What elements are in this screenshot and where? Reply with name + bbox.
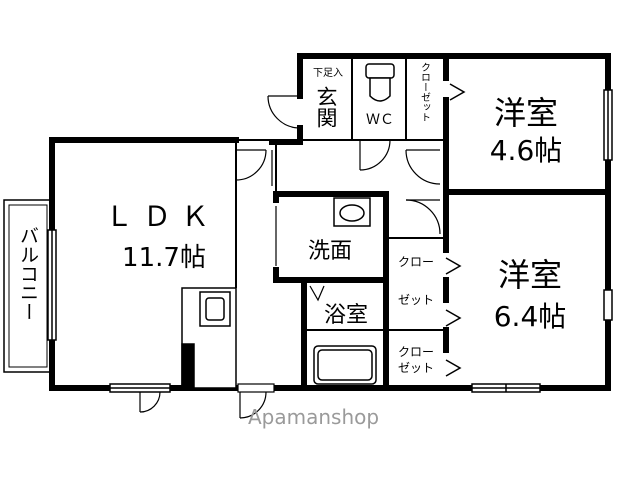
- apamanshop-logo: Apamanshop: [248, 405, 379, 429]
- entrance-label: 玄関: [314, 86, 338, 128]
- closet-2-label-line-2: ゼット: [398, 293, 434, 307]
- closet-3-label-line-2: ゼット: [398, 361, 434, 375]
- washroom-label: 洗面: [308, 239, 352, 264]
- ldk-size-label: 11.7帖: [122, 243, 206, 273]
- western-room-2-size-label: 6.4帖: [494, 300, 567, 333]
- wash-basin-icon: [333, 197, 371, 227]
- balcony-label: バルコニー: [17, 226, 39, 321]
- balcony: バルコニー: [3, 199, 53, 373]
- closet-1-label: クローゼット: [419, 62, 431, 122]
- closet-arrows: [445, 83, 466, 377]
- watermark-text: Apamanshop: [248, 405, 379, 429]
- bathtub-icon: [313, 345, 377, 385]
- ldk-label: ＬＤＫ: [105, 200, 219, 233]
- bathroom-label: 浴室: [324, 303, 368, 328]
- closet-2-label-line-1: クロー: [398, 255, 434, 269]
- western-room-1-size-label: 4.6帖: [490, 134, 563, 167]
- toilet-label: ＷＣ: [366, 112, 394, 128]
- toilet-icon: [365, 63, 395, 102]
- doors: [139, 95, 441, 419]
- shoe-box-label: 下足入: [313, 67, 343, 79]
- windows: [47, 89, 613, 393]
- western-room-1-label: 洋室: [494, 94, 558, 132]
- western-room-2-label: 洋室: [498, 256, 562, 294]
- partitions: [235, 56, 446, 331]
- closet-3-label-line-1: クロー: [398, 345, 434, 359]
- kitchen-counter-icon: [181, 287, 237, 389]
